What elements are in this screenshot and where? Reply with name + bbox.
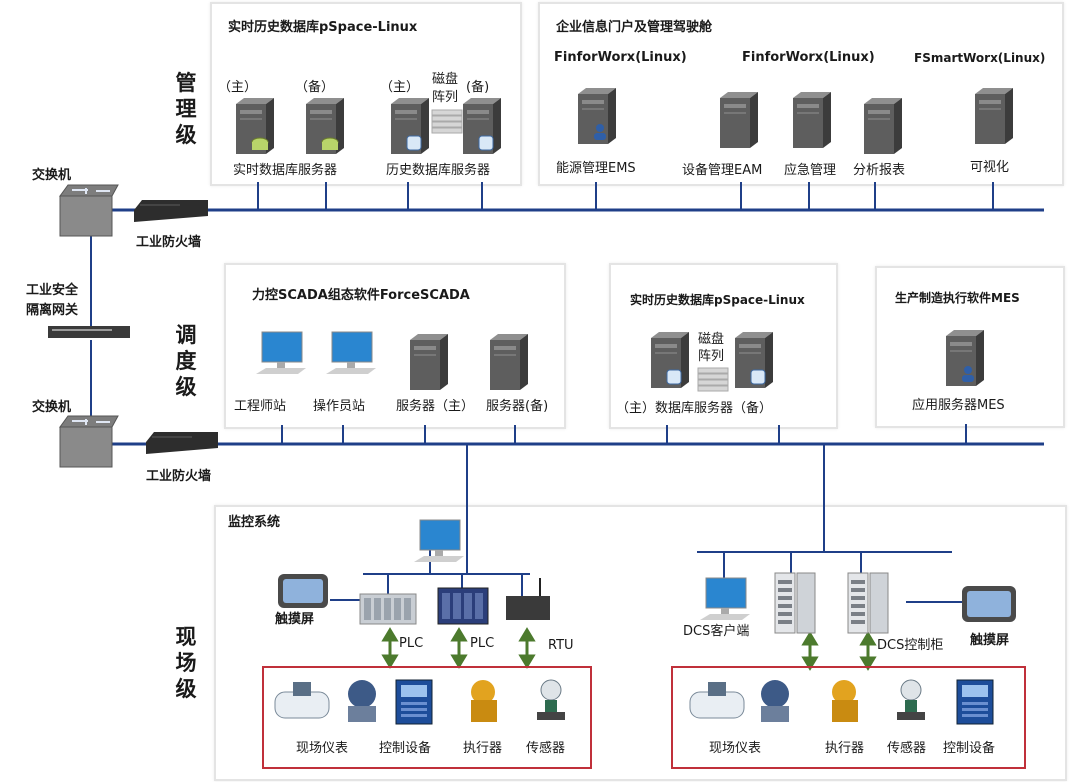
firewall-top	[134, 200, 208, 222]
firewall-mid	[146, 432, 218, 454]
portal-title: 企业信息门户及管理驾驶舱	[556, 20, 713, 35]
gateway-label-2: 隔离网关	[26, 303, 79, 318]
mes-title: 生产制造执行软件MES	[895, 291, 1020, 305]
mgmt-db-panel	[210, 2, 522, 186]
pspace2-disk-1: 磁盘	[698, 332, 725, 347]
switch-mid-label: 交换机	[32, 400, 72, 415]
touch-label-left: 触摸屏	[275, 612, 315, 627]
field-right-sensor: 传感器	[887, 741, 927, 756]
level-field: 现场级	[175, 625, 197, 701]
level-management: 管理级	[175, 71, 197, 147]
primary-label: （主）	[218, 80, 258, 95]
ff1-label: FinforWorx(Linux)	[554, 50, 687, 65]
field-left-actuator: 执行器	[463, 741, 503, 756]
field-box-left	[262, 666, 592, 769]
field-box-right	[671, 666, 1026, 769]
pspace2-disk-2: 阵列	[698, 349, 725, 364]
backup2-label: (备)	[466, 80, 490, 95]
mes-caption: 应用服务器MES	[912, 398, 1005, 413]
scada-title: 力控SCADA组态软件ForceSCADA	[252, 288, 470, 303]
field-right-ctrl: 控制设备	[943, 741, 996, 756]
visual-label: 可视化	[970, 160, 1010, 175]
field-right-actuator: 执行器	[825, 741, 865, 756]
pspace2-panel	[609, 263, 838, 429]
srv-main-label: 服务器（主）	[396, 399, 475, 414]
hist-servers-label: 历史数据库服务器	[386, 163, 491, 178]
firewall-mid-label: 工业防火墙	[146, 469, 212, 484]
field-left-sensor: 传感器	[526, 741, 566, 756]
firewall-top-label: 工业防火墙	[136, 235, 202, 250]
rt-servers-label: 实时数据库服务器	[233, 163, 338, 178]
touch-label-right: 触摸屏	[970, 633, 1010, 648]
backup-label: （备）	[295, 80, 335, 95]
srv-backup-label: 服务器(备)	[486, 399, 549, 414]
field-left-ctrl: 控制设备	[379, 741, 432, 756]
eng-label: 工程师站	[234, 399, 287, 414]
gateway-label-1: 工业安全	[26, 283, 79, 298]
switch-top-label: 交换机	[32, 168, 72, 183]
fs-label: FSmartWorx(Linux)	[914, 51, 1046, 65]
plc1-label: PLC	[399, 636, 424, 651]
dcs-client-label: DCS客户端	[683, 624, 750, 639]
disk-array-label-1: 磁盘	[432, 72, 459, 87]
pspace2-caption: （主）数据库服务器（备）	[616, 401, 773, 416]
plc2-label: PLC	[470, 636, 495, 651]
switch-top	[59, 184, 119, 237]
report-label: 分析报表	[853, 163, 906, 178]
pspace2-title: 实时历史数据库pSpace-Linux	[630, 293, 805, 307]
eam-label: 设备管理EAM	[682, 163, 763, 178]
emergency-label: 应急管理	[784, 163, 837, 178]
op-label: 操作员站	[313, 399, 366, 414]
rtu-label: RTU	[548, 638, 574, 653]
ff2-label: FinforWorx(Linux)	[742, 50, 875, 65]
level-dispatch: 调度级	[175, 323, 197, 399]
ems-label: 能源管理EMS	[556, 161, 636, 176]
monitor-title: 监控系统	[228, 515, 281, 530]
switch-mid	[59, 415, 119, 468]
field-right-meter: 现场仪表	[709, 741, 762, 756]
field-left-meter: 现场仪表	[296, 741, 349, 756]
primary2-label: （主）	[380, 80, 420, 95]
mgmt-db-title: 实时历史数据库pSpace-Linux	[228, 20, 418, 35]
dcs-cabinet-label: DCS控制柜	[877, 638, 944, 653]
disk-array-label-2: 阵列	[432, 90, 459, 105]
security-gateway	[48, 326, 130, 338]
